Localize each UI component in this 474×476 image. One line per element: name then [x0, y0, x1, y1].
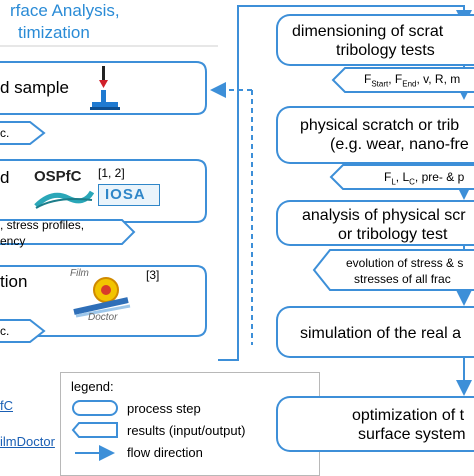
right-step-5-line-2: surface system — [358, 426, 466, 443]
right-result-3-line-2: stresses of all frac — [354, 272, 451, 286]
filmdoctor-logo-top: Film — [70, 268, 89, 279]
iosa-logo-text: IOSA — [105, 186, 146, 203]
ospfc-logo-text: OSPfC — [34, 168, 82, 185]
legend-results-label: results (input/output) — [127, 423, 246, 438]
left-step-2-label: d — [0, 168, 10, 187]
right-step-3-line-2: or tribology test — [338, 226, 448, 243]
header-title-line-2: timization — [18, 23, 90, 42]
left-result-3-text: c. — [0, 324, 10, 338]
right-step-1-line-1: dimensioning of scrat — [292, 23, 444, 40]
left-result-3-shape — [0, 319, 46, 343]
right-step-1-line-2: tribology tests — [336, 42, 435, 59]
left-result-1-text: c. — [0, 126, 10, 140]
right-step-analysis: analysis of physical scr or tribology te… — [276, 200, 474, 246]
ospfc-link[interactable]: fC — [0, 398, 13, 413]
left-result-2-shape — [0, 219, 136, 245]
legend-flow-label: flow direction — [127, 445, 203, 460]
right-step-2-line-1: physical scratch or trib — [300, 117, 460, 134]
left-step-1-outline — [0, 61, 207, 115]
filmdoctor-link[interactable]: ilmDoctor — [0, 434, 55, 449]
reference-1-2: [1, 2] — [98, 166, 125, 180]
left-step-3-label: tion — [0, 272, 28, 291]
right-step-physical-test: physical scratch or trib (e.g. wear, nan… — [276, 106, 474, 164]
right-result-2-shape — [329, 164, 474, 190]
magnifier-icon — [73, 277, 131, 318]
right-result-1-text: FStart, FEnd, v, R, m — [364, 72, 461, 89]
right-step-5-line-1: optimization of t — [352, 407, 465, 424]
ospfc-logo: OSPfC — [34, 168, 94, 212]
left-result-2-line-2: ency — [0, 234, 26, 248]
indenter-sample-icon — [90, 66, 120, 110]
legend-process-step-icon — [72, 400, 118, 416]
left-step-3-outline — [0, 265, 207, 337]
main-flow-connector — [218, 5, 472, 361]
right-step-optimization: optimization of t surface system — [276, 396, 474, 452]
right-step-2-line-2: (e.g. wear, nano-fre — [330, 136, 469, 153]
legend-process-step-label: process step — [127, 401, 201, 416]
header-title-line-1: rface Analysis, — [10, 1, 120, 20]
filmdoctor-logo-bottom: Doctor — [88, 312, 118, 323]
right-result-2-text: FL, LC, pre- & p — [384, 170, 465, 187]
legend-symbols — [71, 400, 118, 461]
reference-3: [3] — [146, 268, 160, 282]
right-step-4-label: simulation of the real a — [300, 325, 461, 342]
right-result-3-line-1: evolution of stress & s — [346, 256, 464, 270]
right-result-1-shape — [331, 67, 474, 93]
filmdoctor-logo: Film Doctor — [68, 268, 140, 326]
legend-title: legend: — [71, 379, 114, 394]
right-result-3-shape — [312, 249, 474, 291]
iosa-logo: IOSA — [98, 184, 160, 206]
legend-results-icon — [71, 422, 118, 438]
left-step-1-label: d sample — [0, 78, 69, 97]
right-step-simulation: simulation of the real a — [276, 306, 474, 358]
ospfc-wave-icon — [34, 190, 94, 209]
right-step-dimensioning: dimensioning of scrat tribology tests — [276, 14, 474, 66]
left-result-2-line-1: , stress profiles, — [0, 218, 85, 232]
left-step-2-outline — [0, 159, 207, 223]
left-result-1-shape — [0, 121, 46, 145]
right-step-3-line-1: analysis of physical scr — [302, 207, 466, 224]
